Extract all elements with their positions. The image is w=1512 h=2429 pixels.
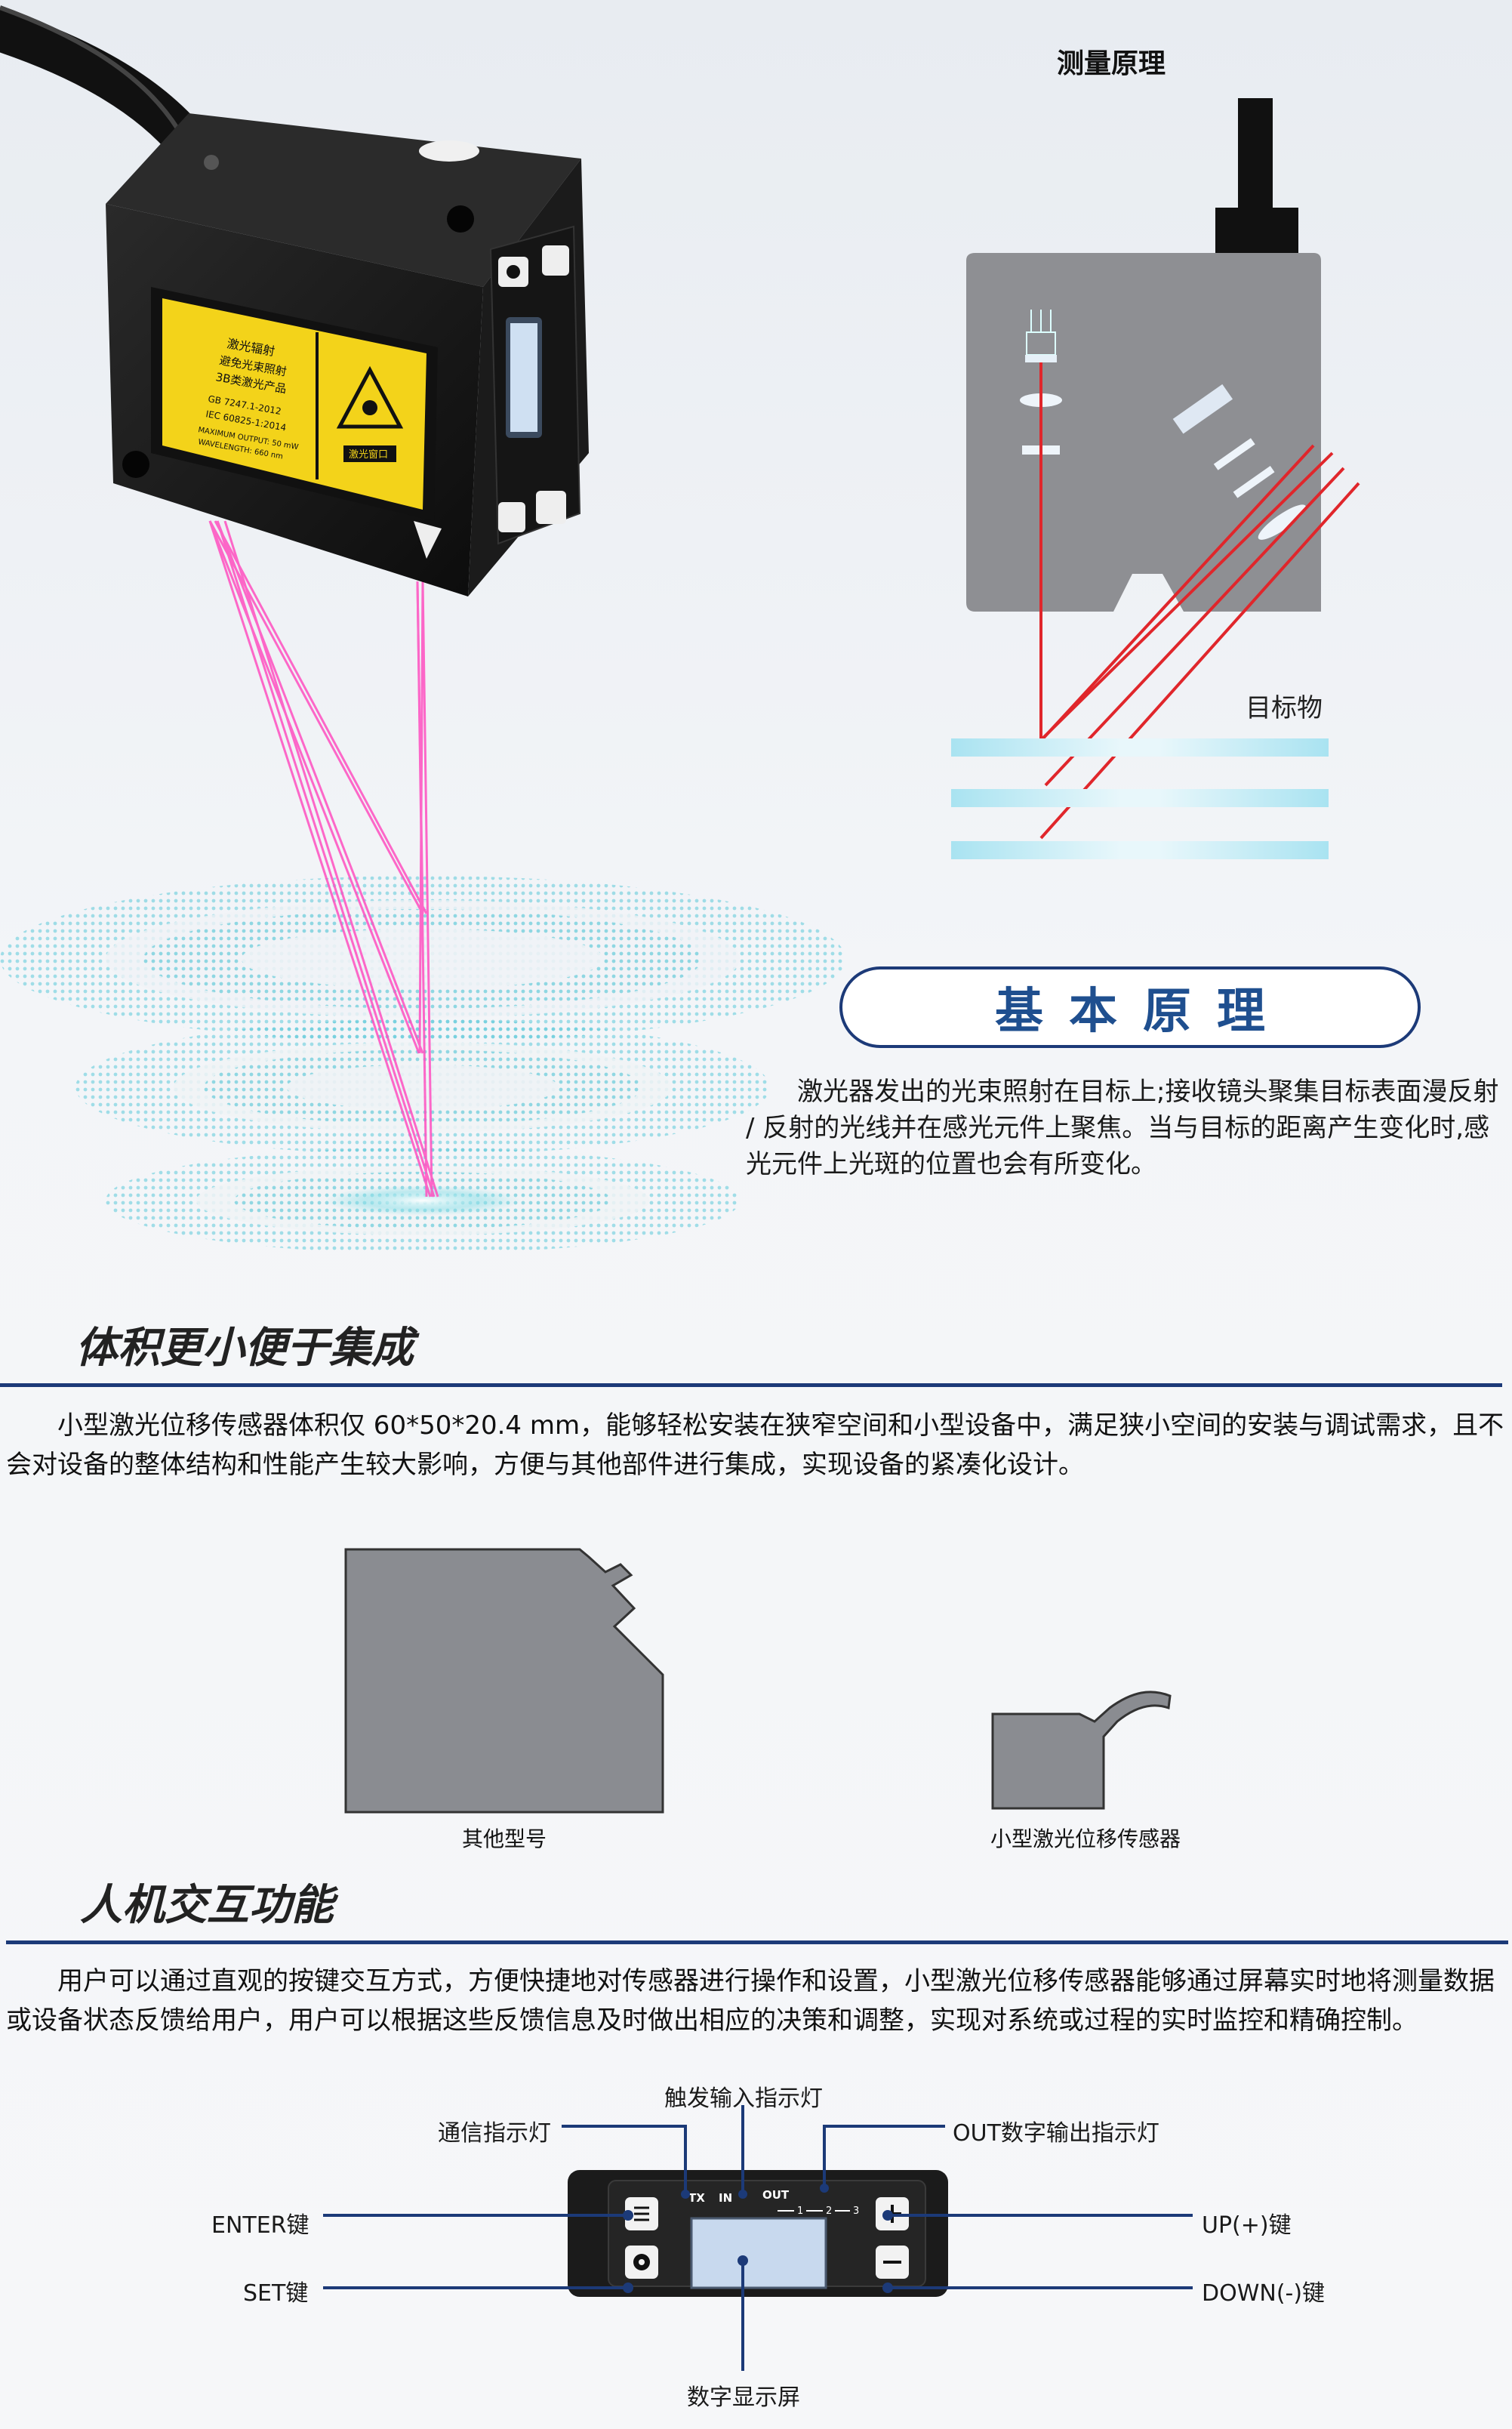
receiver-optics [1172, 384, 1306, 540]
callout-lines [323, 2105, 1193, 2371]
diagram-cable [1238, 98, 1273, 211]
principle-title: 测量原理 [1057, 48, 1166, 79]
label-window-text: 激光窗口 [349, 449, 388, 461]
hmi-panel-diagram: TX IN OUT 1 2 3 [323, 2105, 1193, 2371]
sensor-illustration: 激光辐射 避免光束照射 3B类激光产品 GB 7247.1-2012 IEC 6… [0, 5, 845, 1253]
caption-other-model: 其他型号 [462, 1826, 547, 1851]
basic-principle-description: 激光器发出的光束照射在目标上;接收镜头聚集目标表面漫反射 / 反射的光线并在感光… [746, 1077, 1499, 1179]
target-object-label: 目标物 [1246, 693, 1323, 723]
label-enter-key: ENTER键 [211, 2212, 309, 2239]
enter-key-icon [625, 2197, 658, 2230]
laser-hazard-icon [336, 365, 404, 429]
section-hmi-body: 用户可以通过直观的按键交互方式，方便快捷地对传感器进行操作和设置，小型激光位移传… [6, 1966, 1495, 2036]
down-key-icon [876, 2246, 909, 2279]
other-model-silhouette [344, 1548, 664, 1814]
target-band-2 [951, 789, 1329, 807]
sensor-minus-icon [498, 502, 525, 532]
sensor-plus-icon [536, 491, 566, 524]
label-trigger-led: 触发输入指示灯 [664, 2085, 823, 2112]
digital-display [690, 2217, 827, 2289]
label-set-key: SET键 [243, 2280, 309, 2307]
section-size-title: 体积更小便于集成 [75, 1324, 414, 1373]
target-band-3 [951, 841, 1329, 859]
size-comparison-figure [344, 1548, 1172, 1814]
basic-principle-pill: 基本原理 [839, 966, 1421, 1048]
panel-tx-label: TX [688, 2191, 705, 2205]
label-down-key: DOWN(-)键 [1202, 2280, 1326, 2307]
sensor-cable [0, 9, 210, 165]
small-sensor-silhouette [991, 1691, 1172, 1810]
section-hmi-divider [6, 1940, 1508, 1944]
label-out-led: OUT数字输出指示灯 [953, 2120, 1159, 2147]
measure-laser-lines [1039, 362, 1360, 840]
caption-small-sensor: 小型激光位移传感器 [990, 1826, 1181, 1851]
callout-dots [623, 2184, 893, 2293]
label-display: 数字显示屏 [687, 2384, 800, 2411]
target-band-1 [951, 738, 1329, 757]
diagram-housing [966, 253, 1321, 612]
basic-principle-title: 基本原理 [995, 984, 1291, 1040]
panel-ch3-label: 3 [853, 2206, 859, 2217]
sensor-gear-icon [498, 257, 528, 287]
panel-ch1-label: 1 [797, 2206, 803, 2217]
panel-in-label: IN [719, 2191, 732, 2205]
label-comm-led: 通信指示灯 [438, 2120, 551, 2147]
label-up-key: UP(+)键 [1202, 2212, 1292, 2239]
set-key-icon [625, 2246, 658, 2279]
panel-ch2-label: 2 [826, 2206, 832, 2217]
section-hmi-title: 人机交互功能 [80, 1881, 334, 1930]
section-size-divider [0, 1383, 1502, 1387]
principle-diagram [951, 98, 1360, 859]
panel-out-label: OUT [762, 2188, 790, 2202]
laser-beams [208, 520, 439, 1198]
sensor-menu-icon [542, 245, 569, 276]
section-size-body: 小型激光位移传感器体积仅 60*50*20.4 mm，能够轻松安装在狭窄空间和小… [6, 1410, 1504, 1480]
sensor-body: 激光辐射 避免光束照射 3B类激光产品 GB 7247.1-2012 IEC 6… [106, 113, 589, 596]
sensor-laser-arrow-icon [414, 521, 442, 559]
